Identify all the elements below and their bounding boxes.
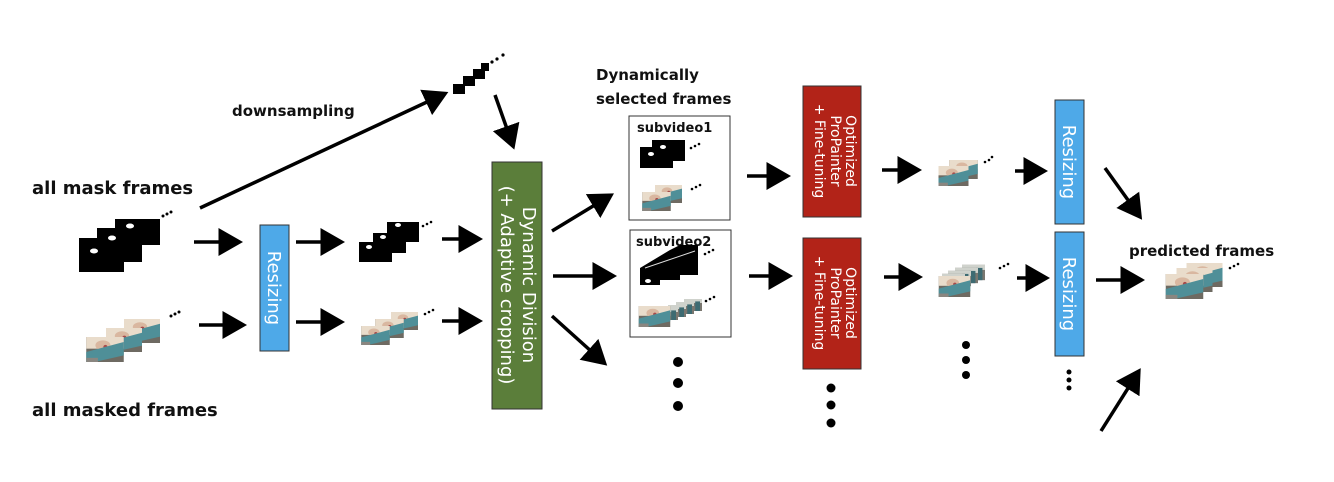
more-propainter-ellipsis bbox=[826, 383, 836, 428]
downsampling-label: downsampling bbox=[232, 102, 355, 120]
resized-masked-stack bbox=[361, 308, 435, 345]
dynamic-division-box: Dynamic Division (+ Adaptive cropping) bbox=[491, 161, 543, 410]
arrow-division-to-more bbox=[550, 314, 608, 366]
arrow-resize1-to-predicted bbox=[1103, 166, 1143, 220]
output-frames-2 bbox=[938, 262, 1010, 297]
resized-mask-stack bbox=[359, 220, 433, 262]
predicted-frames-stack bbox=[1165, 262, 1240, 299]
subvideo1-label: subvideo1 bbox=[637, 121, 712, 136]
propainter1-line3: + Fine-tuning bbox=[811, 104, 827, 199]
all-masked-frames-label: all masked frames bbox=[32, 400, 218, 421]
propainter-box-2: Optimized ProPainter + Fine-tuning bbox=[802, 237, 862, 370]
resizing-output-box-2: Resizing bbox=[1054, 231, 1085, 357]
propainter2-line3: + Fine-tuning bbox=[811, 256, 827, 351]
resizing-input-box: Resizing bbox=[259, 224, 290, 352]
resizing-output2-label: Resizing bbox=[1058, 257, 1079, 331]
dynamic-selected-label-line2: selected frames bbox=[596, 90, 731, 108]
subvideo2-label: subvideo2 bbox=[636, 235, 711, 250]
resizing-output-box-1: Resizing bbox=[1054, 99, 1085, 225]
predicted-frames-label: predicted frames bbox=[1129, 242, 1274, 260]
arrow-downsampled-to-division bbox=[492, 94, 520, 150]
subvideo2-panel: subvideo2 bbox=[629, 229, 732, 338]
dynamic-selected-label-line1: Dynamically bbox=[596, 66, 699, 84]
resizing-input-label: Resizing bbox=[263, 251, 284, 325]
more-subvideos-ellipsis bbox=[673, 357, 683, 411]
propainter1-line1: Optimized bbox=[842, 115, 858, 187]
propainter-box-1: Optimized ProPainter + Fine-tuning bbox=[802, 85, 862, 218]
dynamic-division-label: Dynamic Division bbox=[518, 207, 539, 363]
subvideo1-panel: subvideo1 bbox=[628, 115, 731, 221]
more-resizing-ellipsis bbox=[1066, 369, 1072, 391]
input-masked-frames-stack bbox=[86, 310, 181, 362]
arrow-more-to-predicted bbox=[1099, 368, 1141, 432]
propainter2-line1: Optimized bbox=[842, 267, 858, 339]
resizing-output1-label: Resizing bbox=[1058, 125, 1079, 199]
propainter2-line2: ProPainter bbox=[827, 267, 843, 338]
arrow-division-to-subvideo1 bbox=[551, 193, 614, 233]
all-mask-frames-label: all mask frames bbox=[32, 178, 193, 199]
output-frames-1 bbox=[938, 155, 994, 186]
downsampled-mask-stack bbox=[453, 53, 505, 94]
arrows bbox=[194, 89, 1145, 432]
propainter1-line2: ProPainter bbox=[827, 115, 843, 186]
more-outputs-ellipsis bbox=[962, 341, 970, 379]
arrow-downsampling bbox=[199, 89, 449, 210]
adaptive-cropping-label: (+ Adaptive cropping) bbox=[496, 186, 517, 385]
input-mask-frames-stack bbox=[79, 210, 173, 272]
